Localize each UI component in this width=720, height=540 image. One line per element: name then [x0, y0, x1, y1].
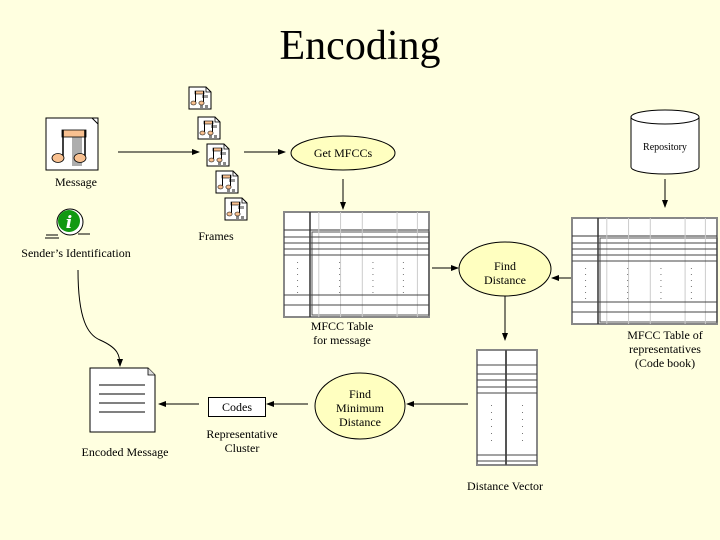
encoded-message-document: [89, 367, 156, 433]
info-icon: i: [45, 208, 90, 239]
mfcc-table-message: [283, 211, 430, 318]
encoded-message-label: Encoded Message: [81, 445, 169, 459]
distance-vector-label: Distance Vector: [466, 479, 544, 493]
frame-icon-3: [206, 143, 230, 167]
sender-identification-label: Sender’s Identification: [21, 246, 131, 260]
distance-vector-table: [476, 349, 538, 466]
message-label: Message: [55, 175, 97, 189]
codebook-label-line3: (Code book): [634, 356, 696, 370]
representative-cluster-label: Representative Cluster: [192, 427, 292, 455]
repository-label: Repository: [643, 142, 687, 153]
mfcc-table-message-label-line2: for message: [313, 333, 371, 347]
frame-icon-1: [188, 86, 212, 110]
frame-icon-2: [197, 116, 221, 140]
codebook-label-line1: MFCC Table of: [627, 328, 703, 342]
mfcc-table-representatives-label: MFCC Table of representatives (Code book…: [610, 328, 720, 370]
representative-cluster-line2: Cluster: [224, 441, 260, 455]
repository-cylinder: [630, 109, 700, 175]
find-minimum-label-line3: Distance: [339, 415, 381, 429]
frames-label: Frames: [198, 229, 234, 243]
mfcc-table-representatives: [571, 217, 718, 325]
page-title: Encoding: [279, 23, 441, 69]
frame-icon-4: [215, 170, 239, 194]
get-mfccs-label: Get MFCCs: [313, 146, 373, 160]
codes-box: Codes: [208, 397, 266, 417]
mfcc-table-message-label-line1: MFCC Table: [310, 319, 374, 333]
arrow-sender-to-encoded-message: [77, 269, 123, 367]
find-minimum-distance-ellipse: [314, 372, 406, 440]
find-distance-label-line1: Find: [493, 259, 516, 273]
frame-icon-5: [224, 197, 248, 221]
codebook-label-line2: representatives: [629, 342, 701, 356]
representative-cluster-line1: Representative: [206, 427, 278, 441]
find-minimum-label-line2: Minimum: [335, 401, 384, 415]
find-minimum-distance-label: Find Minimum Distance: [320, 387, 400, 429]
svg-text:i: i: [66, 213, 72, 233]
find-distance-label: Find Distance: [465, 259, 545, 287]
find-minimum-label-line1: Find: [348, 387, 371, 401]
find-distance-label-line2: Distance: [484, 273, 526, 287]
frames-icons: [188, 86, 248, 221]
message-icon: [45, 117, 99, 171]
get-mfccs-ellipse: [290, 135, 396, 171]
mfcc-table-message-label: MFCC Table for message: [292, 319, 392, 347]
